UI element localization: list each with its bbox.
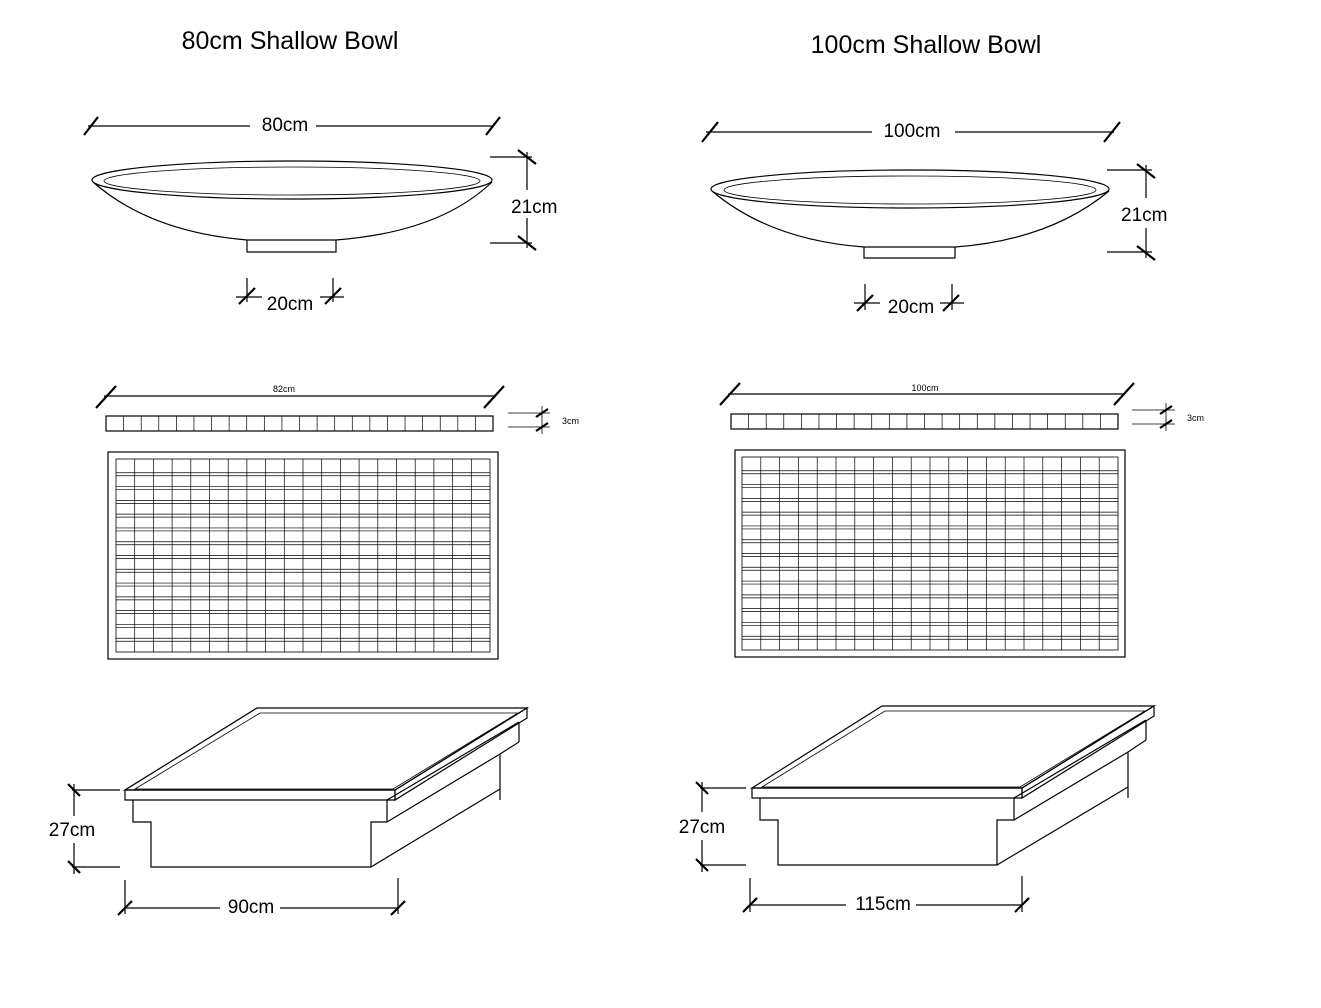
right-grate-width-label: 100cm: [911, 383, 938, 393]
right-grate-top-view: [734, 449, 1126, 658]
left-tray-width-label: 90cm: [228, 897, 274, 918]
right-title: 100cm Shallow Bowl: [811, 31, 1042, 59]
right-grate-width-dimension: 100cm: [719, 382, 1135, 406]
left-title: 80cm Shallow Bowl: [182, 27, 399, 55]
left-grate-width-label: 82cm: [273, 384, 295, 394]
left-bowl-width-dimension: 80cm: [83, 115, 501, 136]
right-tray-width-label: 115cm: [855, 894, 911, 915]
right-grate-edge: [730, 413, 1119, 430]
left-bowl-width-label: 80cm: [262, 115, 308, 136]
right-grate-thickness-dimension: 3cm: [1132, 403, 1204, 431]
right-column: 100cm Shallow Bowl 100cm 21cm: [679, 31, 1204, 915]
left-bowl-height-dimension: 21cm: [490, 149, 557, 251]
left-tray-height-label: 27cm: [49, 820, 95, 841]
left-base-width-dimension: 20cm: [236, 278, 344, 315]
right-tray-width-dimension: 115cm: [742, 876, 1030, 915]
right-base-width-dimension: 20cm: [854, 284, 964, 318]
right-grate-thickness-label: 3cm: [1187, 413, 1204, 423]
left-tray-width-dimension: 90cm: [117, 878, 406, 918]
right-tray-stand: [749, 704, 1157, 866]
right-tray-height-dimension: 27cm: [679, 781, 746, 872]
left-grate-edge: [105, 415, 494, 432]
left-bowl-height-label: 21cm: [511, 197, 557, 218]
left-tray-height-dimension: 27cm: [49, 783, 120, 874]
left-grate-thickness-dimension: 3cm: [508, 406, 579, 434]
left-base-width-label: 20cm: [267, 294, 313, 315]
right-base-width-label: 20cm: [888, 297, 934, 318]
right-bowl-width-dimension: 100cm: [701, 121, 1121, 143]
left-grate-width-dimension: 82cm: [95, 384, 505, 409]
right-bowl-side-view: [710, 169, 1110, 259]
right-tray-height-label: 27cm: [679, 817, 725, 838]
right-bowl-height-dimension: 21cm: [1107, 163, 1167, 261]
left-bowl-side-view: [91, 160, 493, 253]
left-grate-top-view: [107, 451, 499, 660]
right-bowl-height-label: 21cm: [1121, 205, 1167, 226]
left-tray-stand: [122, 706, 530, 868]
left-grate-thickness-label: 3cm: [562, 416, 579, 426]
right-bowl-width-label: 100cm: [883, 121, 940, 142]
left-column: 80cm Shallow Bowl 80cm 21cm: [49, 27, 579, 918]
